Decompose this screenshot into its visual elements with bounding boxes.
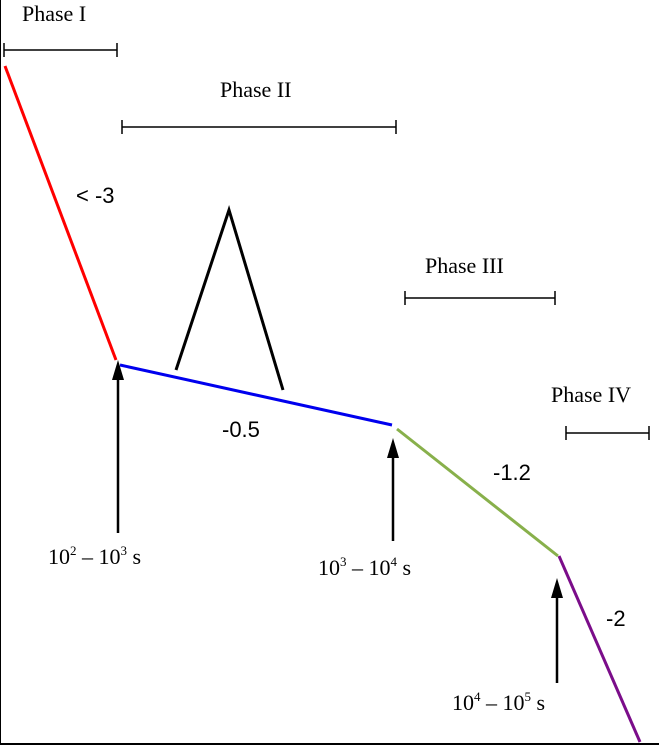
phase-iv-label: Phase IV (551, 382, 631, 407)
segment-shallow-decay (119, 363, 393, 427)
segment-normal-decay (396, 427, 559, 558)
break-arrow-2 (387, 438, 399, 541)
phase-i-bar (3, 43, 118, 57)
break-time-2: 103 – 104 s (318, 554, 411, 580)
phase-ii-bar (121, 120, 397, 134)
break-arrow-3 (551, 578, 563, 683)
slope-label-normal: -1.2 (493, 460, 531, 485)
segment-post-jet-break (557, 555, 642, 743)
phase-ii-label: Phase II (220, 77, 291, 102)
break-arrow-1 (112, 360, 124, 533)
break-time-1: 102 – 103 s (48, 543, 141, 569)
slope-label-shallow: -0.5 (222, 417, 260, 442)
segment-steep-decay (3, 65, 118, 361)
phase-iii-label: Phase III (425, 253, 504, 278)
break-time-3: 104 – 105 s (452, 689, 545, 715)
phase-iii-bar (404, 291, 556, 305)
phase-i-label: Phase I (22, 1, 86, 26)
phase-iv-bar (565, 426, 650, 440)
slope-label-post-jet: -2 (606, 606, 626, 631)
slope-label-steep: < -3 (76, 183, 115, 208)
x-ray-flare (174, 205, 285, 391)
